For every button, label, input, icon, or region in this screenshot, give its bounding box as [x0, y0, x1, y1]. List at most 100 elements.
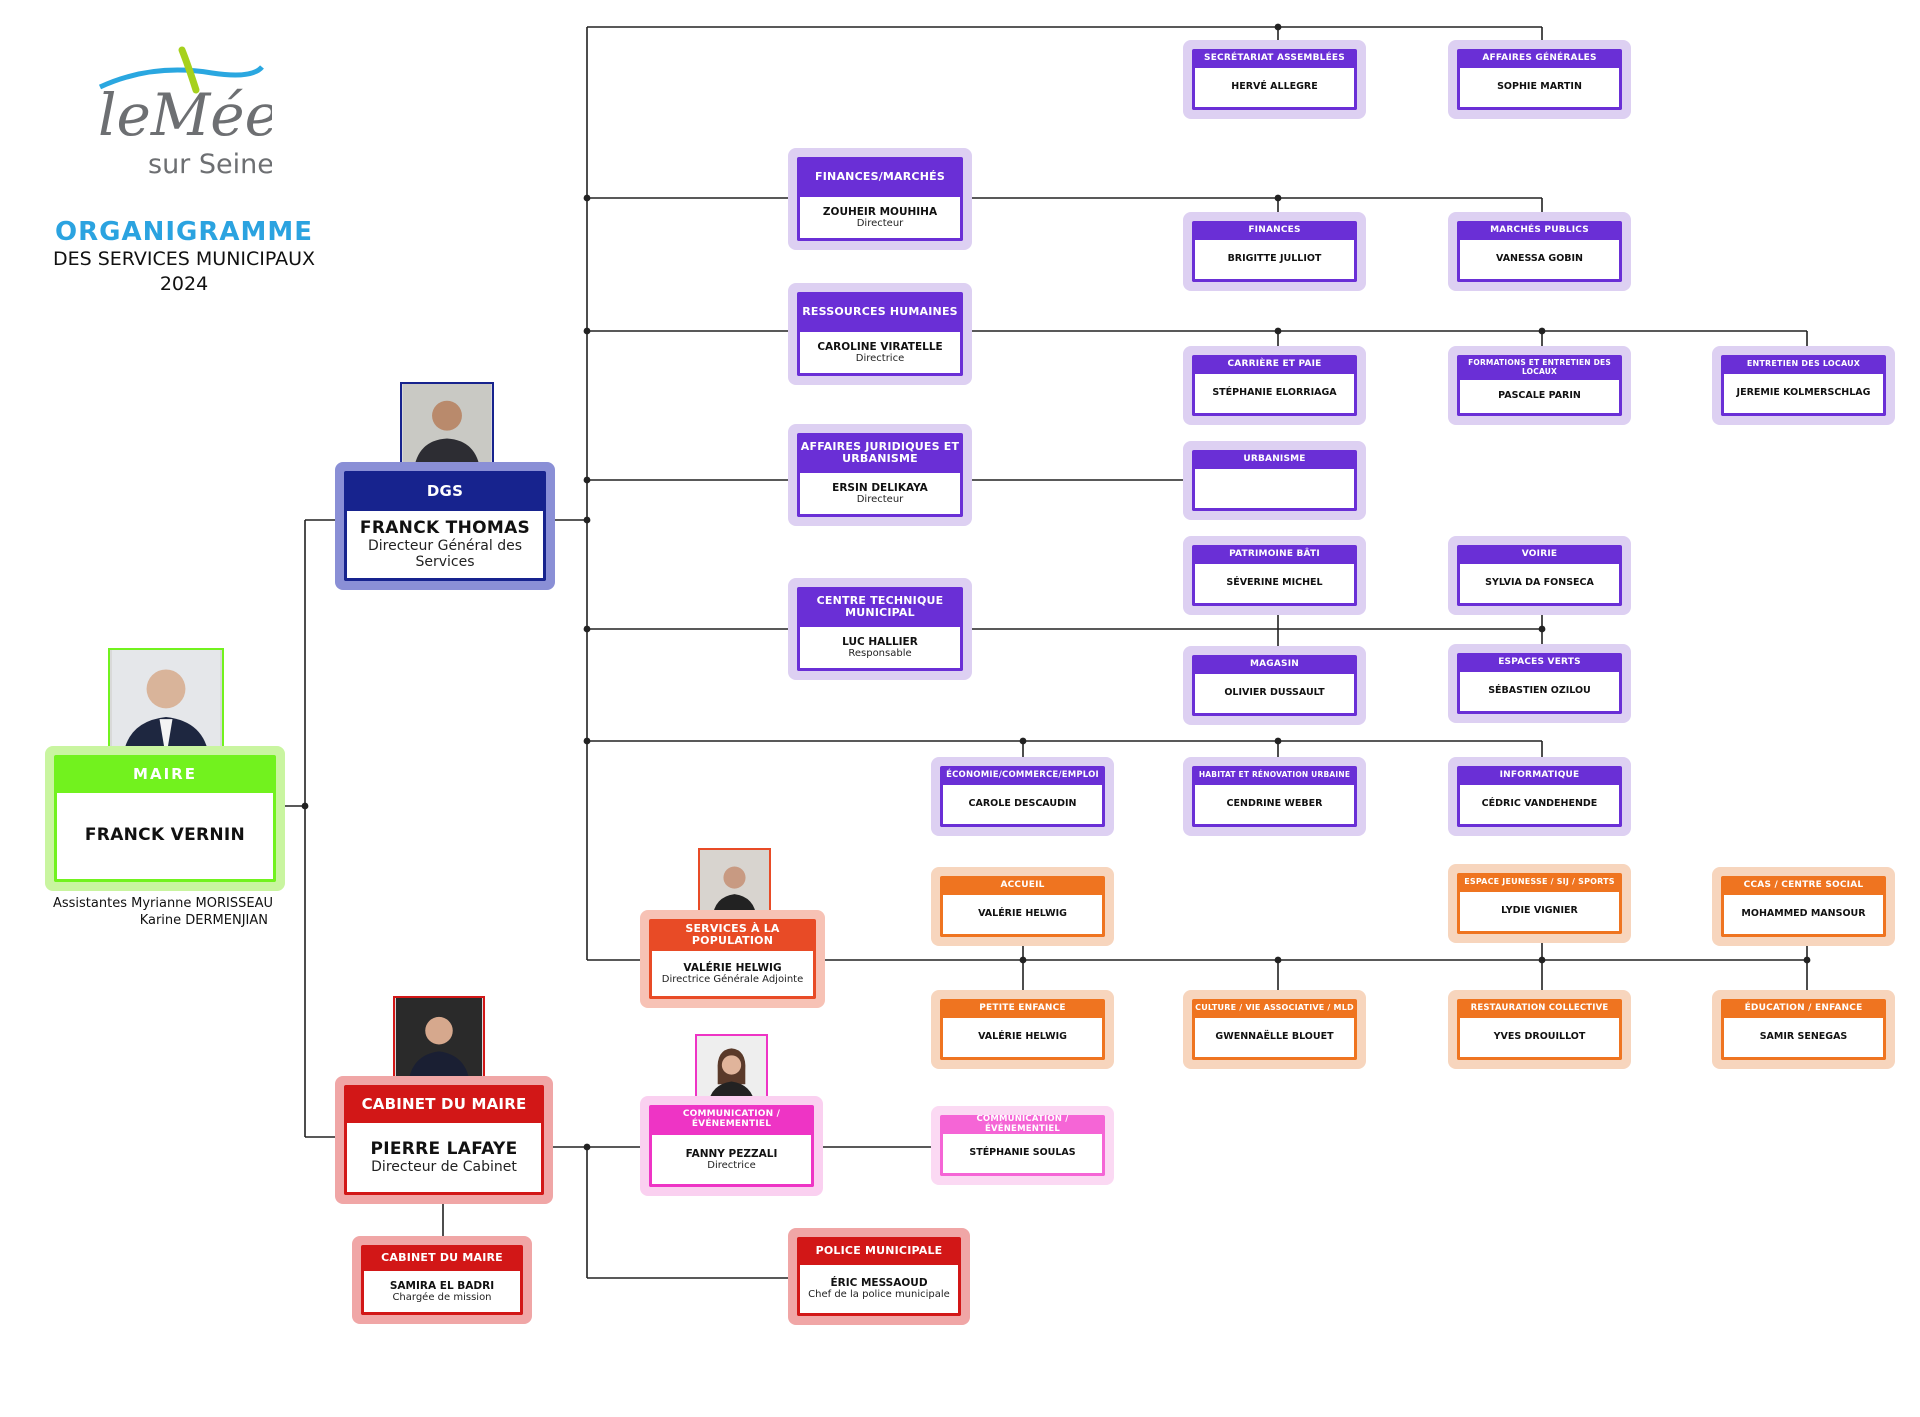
assistants-line-1: Assistantes Myrianne MORISSEAU	[52, 896, 273, 911]
box-police[interactable]: POLICE MUNICIPALE ÉRIC MESSAOUD Chef de …	[788, 1228, 970, 1325]
box-secretariat-header: SECRÉTARIAT ASSEMBLÉES	[1192, 49, 1357, 68]
box-juridique-name: ERSIN DELIKAYA	[832, 481, 928, 494]
box-jeunesse-name: LYDIE VIGNIER	[1501, 905, 1578, 917]
box-patrimoine-header: PATRIMOINE BÂTI	[1192, 545, 1357, 564]
box-habitat[interactable]: HABITAT ET RÉNOVATION URBAINE CENDRINE WE…	[1183, 757, 1366, 836]
box-voirie[interactable]: VOIRIE SYLVIA DA FONSECA	[1448, 536, 1631, 615]
box-entretien[interactable]: ENTRETIEN DES LOCAUX JEREMIE KOLMERSCHLAG	[1712, 346, 1895, 425]
box-marches-publics-name: VANESSA GOBIN	[1495, 253, 1584, 265]
box-education-header: ÉDUCATION / ENFANCE	[1721, 999, 1886, 1018]
box-informatique[interactable]: INFORMATIQUE CÉDRIC VANDEHENDE	[1448, 757, 1631, 836]
box-finances-name: BRIGITTE JULLIOT	[1227, 253, 1322, 265]
box-voirie-header: VOIRIE	[1457, 545, 1622, 564]
box-police-header: POLICE MUNICIPALE	[797, 1237, 961, 1265]
box-communication2-name: STÉPHANIE SOULAS	[969, 1147, 1076, 1159]
box-petite-enfance-name: VALÉRIE HELWIG	[978, 1031, 1067, 1043]
logo-text-main: leMée	[98, 81, 272, 149]
box-population-name: VALÉRIE HELWIG	[683, 961, 782, 974]
box-entretien-header: ENTRETIEN DES LOCAUX	[1721, 355, 1886, 374]
box-cabinet2[interactable]: CABINET DU MAIRE SAMIRA EL BADRI Chargée…	[352, 1236, 532, 1324]
box-cabinet-role: Directeur de Cabinet	[371, 1159, 517, 1176]
box-culture[interactable]: CULTURE / VIE ASSOCIATIVE / MLD GWENNAËLL…	[1183, 990, 1366, 1069]
box-accueil[interactable]: ACCUEIL VALÉRIE HELWIG	[931, 867, 1114, 946]
box-communication[interactable]: COMMUNICATION / ÉVÉNEMENTIEL FANNY PEZZA…	[640, 1096, 823, 1196]
box-ctm-name: LUC HALLIER	[842, 635, 918, 648]
box-informatique-name: CÉDRIC VANDEHENDE	[1481, 798, 1598, 810]
box-juridique[interactable]: AFFAIRES JURIDIQUES ET URBANISME ERSIN D…	[788, 424, 972, 526]
box-dgs[interactable]: DGS FRANCK THOMAS Directeur Général des …	[335, 462, 555, 590]
box-finances-header: FINANCES	[1192, 221, 1357, 240]
box-ctm[interactable]: CENTRE TECHNIQUE MUNICIPAL LUC HALLIER R…	[788, 578, 972, 680]
box-maire[interactable]: MAIRE FRANCK VERNIN	[45, 746, 285, 891]
box-cabinet-name: PIERRE LAFAYE	[370, 1138, 518, 1159]
box-formations[interactable]: FORMATIONS ET ENTRETIEN DES LOCAUX PASCAL…	[1448, 346, 1631, 425]
box-juridique-header: AFFAIRES JURIDIQUES ET URBANISME	[797, 433, 963, 473]
box-culture-header: CULTURE / VIE ASSOCIATIVE / MLD	[1192, 999, 1357, 1018]
box-cabinet[interactable]: CABINET DU MAIRE PIERRE LAFAYE Directeur…	[335, 1076, 553, 1204]
box-population[interactable]: SERVICES À LA POPULATION VALÉRIE HELWIG …	[640, 910, 825, 1008]
box-petite-enfance-header: PETITE ENFANCE	[940, 999, 1105, 1018]
box-espaces-verts[interactable]: ESPACES VERTS SÉBASTIEN OZILOU	[1448, 644, 1631, 723]
chart-subtitle: DES SERVICES MUNICIPAUX	[52, 247, 316, 270]
box-espaces-verts-name: SÉBASTIEN OZILOU	[1488, 685, 1591, 697]
box-rh[interactable]: RESSOURCES HUMAINES CAROLINE VIRATELLE D…	[788, 283, 972, 385]
box-carriere-name: STÉPHANIE ELORRIAGA	[1212, 387, 1337, 399]
box-cabinet2-name: SAMIRA EL BADRI	[389, 1279, 495, 1292]
box-economie-name: CAROLE DESCAUDIN	[968, 798, 1077, 810]
box-finances-marches-header: FINANCES/MARCHÉS	[797, 157, 963, 197]
box-cabinet2-header: CABINET DU MAIRE	[361, 1245, 523, 1271]
assistants-note: Assistantes Myrianne MORISSEAU Karine DE…	[48, 896, 278, 930]
box-dgs-header: DGS	[344, 471, 546, 511]
box-accueil-name: VALÉRIE HELWIG	[978, 908, 1067, 920]
box-rh-role: Directrice	[855, 352, 905, 364]
box-marches-publics[interactable]: MARCHÉS PUBLICS VANESSA GOBIN	[1448, 212, 1631, 291]
box-communication2-header: COMMUNICATION / ÉVÉNEMENTIEL	[940, 1115, 1105, 1134]
box-espaces-verts-header: ESPACES VERTS	[1457, 653, 1622, 672]
box-formations-name: PASCALE PARIN	[1498, 390, 1581, 402]
box-marches-publics-header: MARCHÉS PUBLICS	[1457, 221, 1622, 240]
box-ctm-role: Responsable	[848, 647, 912, 659]
box-habitat-header: HABITAT ET RÉNOVATION URBAINE	[1192, 766, 1357, 785]
box-urbanisme-header: URBANISME	[1192, 450, 1357, 469]
box-finances-marches-name: ZOUHEIR MOUHIHA	[822, 205, 938, 218]
box-population-role: Directrice Générale Adjointe	[661, 973, 804, 985]
box-maire-name: FRANCK VERNIN	[84, 825, 246, 846]
box-affaires-generales-header: AFFAIRES GÉNÉRALES	[1457, 49, 1622, 68]
box-restauration-name: YVES DROUILLOT	[1493, 1031, 1586, 1043]
box-culture-name: GWENNAËLLE BLOUET	[1215, 1031, 1334, 1043]
box-police-role: Chef de la police municipale	[808, 1289, 950, 1301]
chart-year: 2024	[159, 273, 209, 296]
box-rh-name: CAROLINE VIRATELLE	[817, 340, 943, 353]
box-formations-header: FORMATIONS ET ENTRETIEN DES LOCAUX	[1457, 355, 1622, 380]
assistants-line-2: Karine DERMENJIAN	[139, 912, 268, 928]
box-communication-role: Directrice	[707, 1159, 756, 1171]
box-restauration[interactable]: RESTAURATION COLLECTIVE YVES DROUILLOT	[1448, 990, 1631, 1069]
box-police-name: ÉRIC MESSAOUD	[830, 1277, 928, 1290]
box-petite-enfance[interactable]: PETITE ENFANCE VALÉRIE HELWIG	[931, 990, 1114, 1069]
photo-dgs	[400, 382, 494, 474]
box-urbanisme[interactable]: URBANISME	[1183, 441, 1366, 520]
box-communication2[interactable]: COMMUNICATION / ÉVÉNEMENTIEL STÉPHANIE SO…	[931, 1106, 1114, 1185]
box-habitat-name: CENDRINE WEBER	[1226, 798, 1323, 810]
box-accueil-header: ACCUEIL	[940, 876, 1105, 895]
box-restauration-header: RESTAURATION COLLECTIVE	[1457, 999, 1622, 1018]
box-magasin-name: OLIVIER DUSSAULT	[1224, 687, 1325, 699]
box-voirie-name: SYLVIA DA FONSECA	[1485, 577, 1594, 589]
box-entretien-name: JEREMIE KOLMERSCHLAG	[1736, 387, 1871, 399]
box-juridique-role: Directeur	[856, 493, 904, 505]
box-informatique-header: INFORMATIQUE	[1457, 766, 1622, 785]
box-magasin-header: MAGASIN	[1192, 655, 1357, 674]
box-finances-marches[interactable]: FINANCES/MARCHÉS ZOUHEIR MOUHIHA Directe…	[788, 148, 972, 250]
photo-cabinet	[393, 996, 485, 1086]
box-communication-header: COMMUNICATION / ÉVÉNEMENTIEL	[649, 1105, 814, 1135]
box-magasin[interactable]: MAGASIN OLIVIER DUSSAULT	[1183, 646, 1366, 725]
box-finances[interactable]: FINANCES BRIGITTE JULLIOT	[1183, 212, 1366, 291]
